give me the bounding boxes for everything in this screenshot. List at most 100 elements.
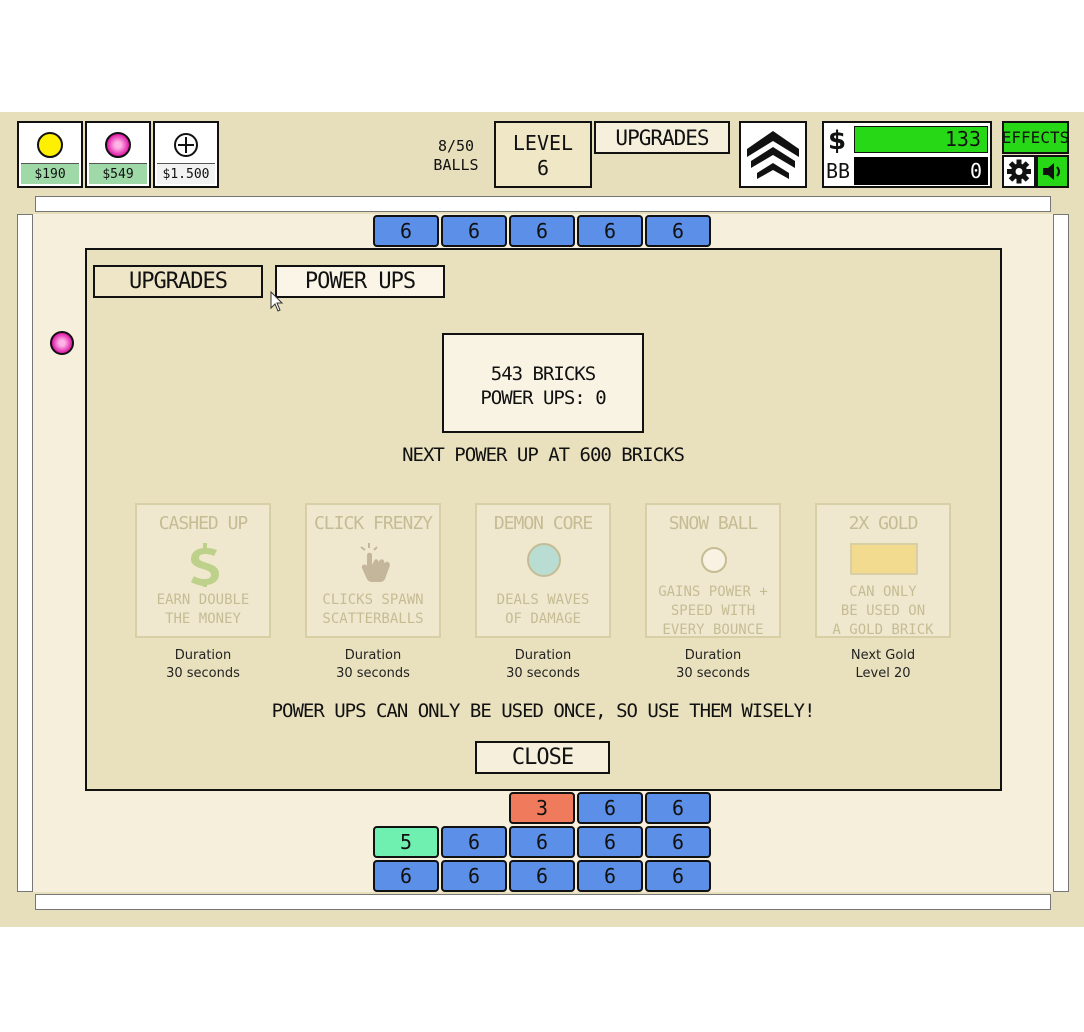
bb-value: 0 [854, 157, 988, 185]
pink-ball-icon-dot [105, 132, 131, 158]
brick[interactable]: 6 [577, 792, 643, 824]
demon-core-icon [527, 543, 561, 577]
brick[interactable]: 6 [441, 826, 507, 858]
tab-power-ups[interactable]: POWER UPS [275, 265, 445, 298]
speaker-icon [1043, 163, 1060, 180]
next-power-up-text: NEXT POWER UP AT 600 BRICKS [402, 444, 685, 466]
effects-toggle[interactable]: EFFECTS [1002, 121, 1069, 154]
card-desc-line: CLICKS SPAWN [322, 592, 424, 608]
upgrades-button[interactable]: UPGRADES [594, 121, 730, 154]
card-footer: Duration 30 seconds [475, 647, 611, 683]
card-desc-line: CAN ONLY [849, 584, 917, 600]
brick[interactable]: 6 [509, 215, 575, 247]
level-indicator: LEVEL 6 [494, 121, 592, 188]
brick[interactable]: 6 [645, 860, 711, 892]
brick[interactable]: 6 [373, 215, 439, 247]
top-wall [35, 196, 1051, 212]
card-footer: Duration 30 seconds [305, 647, 441, 683]
brick[interactable]: 6 [441, 860, 507, 892]
prestige-button[interactable] [739, 121, 807, 188]
brick[interactable]: 5 [373, 826, 439, 858]
power-up-card-demon-core[interactable]: DEMON CORE DEALS WAVES OF DAMAGE [475, 503, 611, 638]
settings-button[interactable] [1002, 155, 1036, 188]
card-footer: Next Gold Level 20 [815, 647, 951, 683]
card-desc: CAN ONLY BE USED ON A GOLD BRICK [817, 583, 949, 640]
right-wall [1053, 214, 1069, 892]
balls-count: 8/50 [437, 137, 475, 155]
power-ups-count: POWER UPS: 0 [480, 387, 606, 409]
footer-value: 30 seconds [676, 666, 750, 681]
brick[interactable]: 6 [577, 860, 643, 892]
close-button[interactable]: CLOSE [475, 741, 610, 774]
yellow-ball-price: $190 [21, 163, 79, 184]
power-up-card-click-frenzy[interactable]: CLICK FRENZY CLICKS SPAWN SCATTERBALLS [305, 503, 441, 638]
bb-label: BB [826, 159, 851, 183]
card-title: CASHED UP [158, 513, 249, 534]
card-desc-line: BE USED ON [840, 603, 926, 619]
balls-label: BALLS [433, 156, 479, 174]
brick[interactable]: 6 [441, 215, 507, 247]
power-up-card-2x-gold[interactable]: 2X GOLD CAN ONLY BE USED ON A GOLD BRICK [815, 503, 951, 638]
tab-upgrades[interactable]: UPGRADES [93, 265, 263, 298]
card-footer: Duration 30 seconds [135, 647, 271, 683]
card-desc-line: EVERY BOUNCE [662, 622, 764, 638]
footer-label: Duration [514, 648, 572, 663]
footer-value: 30 seconds [506, 666, 580, 681]
yellow-ball-icon-dot [37, 132, 63, 158]
brick[interactable]: 6 [509, 826, 575, 858]
power-up-card-cashed-up[interactable]: CASHED UP EARN DOUBLE THE MONEY [135, 503, 271, 638]
card-desc-line: A GOLD BRICK [832, 622, 934, 638]
brick[interactable]: 6 [577, 826, 643, 858]
card-desc-line: EARN DOUBLE [156, 592, 250, 608]
mouse-cursor-icon [270, 291, 284, 312]
buy-ball-slot-button[interactable]: $1.500 [153, 121, 219, 188]
power-up-card-snow-ball[interactable]: SNOW BALL GAINS POWER + SPEED WITH EVERY… [645, 503, 781, 638]
brick[interactable]: 6 [645, 215, 711, 247]
yellow-ball-icon [19, 123, 81, 167]
plus-circle-icon-svg [174, 133, 198, 157]
gold-brick-icon [850, 543, 918, 575]
card-desc: GAINS POWER + SPEED WITH EVERY BOUNCE [647, 583, 779, 640]
footer-label: Duration [684, 648, 742, 663]
sound-toggle[interactable] [1036, 155, 1069, 188]
power-up-warning: POWER UPS CAN ONLY BE USED ONCE, SO USE … [271, 700, 816, 722]
hand-pointer-icon [360, 543, 390, 582]
card-title: 2X GOLD [848, 513, 919, 534]
card-title: DEMON CORE [493, 513, 593, 534]
footer-value: 30 seconds [336, 666, 410, 681]
card-desc-line: SCATTERBALLS [322, 611, 424, 627]
brick[interactable]: 6 [577, 215, 643, 247]
footer-label: Duration [344, 648, 402, 663]
level-label: LEVEL [512, 131, 574, 155]
brick[interactable]: 6 [645, 826, 711, 858]
card-desc: CLICKS SPAWN SCATTERBALLS [307, 591, 439, 629]
footer-value: Level 20 [855, 666, 911, 681]
bricks-count: 543 BRICKS [490, 363, 596, 385]
power-up-stats-box: 543 BRICKS POWER UPS: 0 [442, 333, 644, 433]
card-title: CLICK FRENZY [313, 513, 433, 534]
card-desc-line: DEALS WAVES [496, 592, 590, 608]
balls-counter: 8/50 BALLS [424, 137, 488, 175]
buy-pink-ball-button[interactable]: $549 [85, 121, 151, 188]
card-footer: Duration 30 seconds [645, 647, 781, 683]
dollar-icon [191, 543, 219, 587]
money-symbol: $ [828, 126, 847, 156]
footer-label: Next Gold [850, 648, 916, 663]
ball-slot-price: $1.500 [157, 163, 215, 184]
card-desc-line: THE MONEY [165, 611, 241, 627]
card-desc: DEALS WAVES OF DAMAGE [477, 591, 609, 629]
buy-yellow-ball-button[interactable]: $190 [17, 121, 83, 188]
brick[interactable]: 6 [509, 860, 575, 892]
brick[interactable]: 6 [373, 860, 439, 892]
brick[interactable]: 6 [645, 792, 711, 824]
pink-ball-icon [87, 123, 149, 167]
left-wall [17, 214, 33, 892]
card-desc-line: SPEED WITH [670, 603, 756, 619]
level-value: 6 [536, 156, 550, 180]
footer-label: Duration [174, 648, 232, 663]
pink-ball-price: $549 [89, 163, 147, 184]
brick[interactable]: 3 [509, 792, 575, 824]
money-panel: $ 133 BB 0 [822, 121, 992, 188]
plus-circle-icon [155, 123, 217, 167]
triple-chevron-up-icon [747, 131, 799, 179]
